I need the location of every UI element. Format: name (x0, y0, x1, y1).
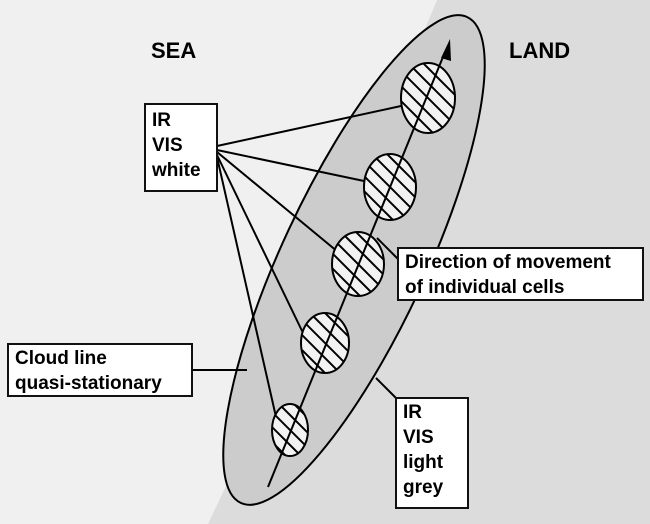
cell-hatching (401, 63, 455, 133)
cell (400, 62, 456, 134)
movement-arrow-head-icon (441, 39, 451, 61)
cell-hatching (272, 404, 308, 456)
line-appearance-text: IR (403, 402, 422, 423)
cell-appearance-line: IR (152, 110, 171, 131)
cell (300, 312, 350, 374)
line-appearance-box: IR VIS light grey (395, 397, 469, 509)
cell (271, 403, 309, 457)
land-label: LAND (509, 38, 571, 63)
cell-connectors (216, 105, 402, 418)
sea-label: SEA (151, 38, 197, 63)
movement-arrow-shaft (267, 51, 446, 488)
cell-appearance-box: IR VIS white (144, 103, 218, 192)
cell-outline (271, 403, 309, 457)
line-appearance-leader (375, 377, 397, 399)
movement-text: of individual cells (405, 277, 565, 298)
line-appearance-text: VIS (403, 427, 434, 448)
cloud-line-text: quasi-stationary (15, 373, 162, 394)
line-appearance-text: grey (403, 477, 444, 498)
cell-outline (400, 62, 456, 134)
cell-appearance-line: white (152, 160, 201, 181)
cloud-line-text: Cloud line (15, 348, 107, 369)
movement-text: Direction of movement (405, 252, 611, 273)
cell-appearance-line: VIS (152, 135, 183, 156)
cell-outline (300, 312, 350, 374)
line-appearance-text: light (403, 452, 444, 473)
cell-outline (363, 153, 417, 221)
cloud-line-box: Cloud line quasi-stationary (7, 343, 193, 397)
movement-box: Direction of movement of individual cell… (397, 247, 644, 301)
movement-leader (376, 237, 399, 260)
cell-hatching (301, 313, 349, 373)
cell-outline (331, 231, 385, 297)
